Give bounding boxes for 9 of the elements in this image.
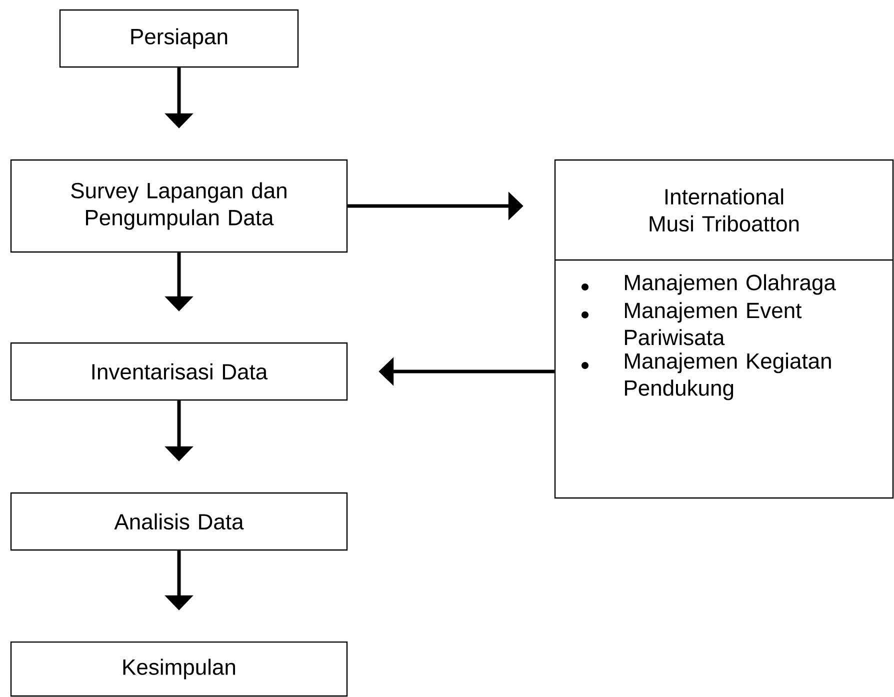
process-box: Analisis Data [10, 492, 348, 551]
process-box: Persiapan [59, 9, 299, 68]
list-item: Manajemen Kegiatan Pendukung [582, 352, 831, 400]
box-heading: International Musi Triboatton [650, 188, 799, 232]
process-box: Inventarisasi Data [10, 342, 348, 401]
list-item: Manajemen Event Pariwisata [582, 302, 802, 346]
process-box: Kesimpulan [10, 641, 348, 697]
process-box: Survey Lapangan dan Pengumpulan Data [10, 159, 348, 253]
list-item: Manajemen Olahraga [582, 274, 836, 295]
